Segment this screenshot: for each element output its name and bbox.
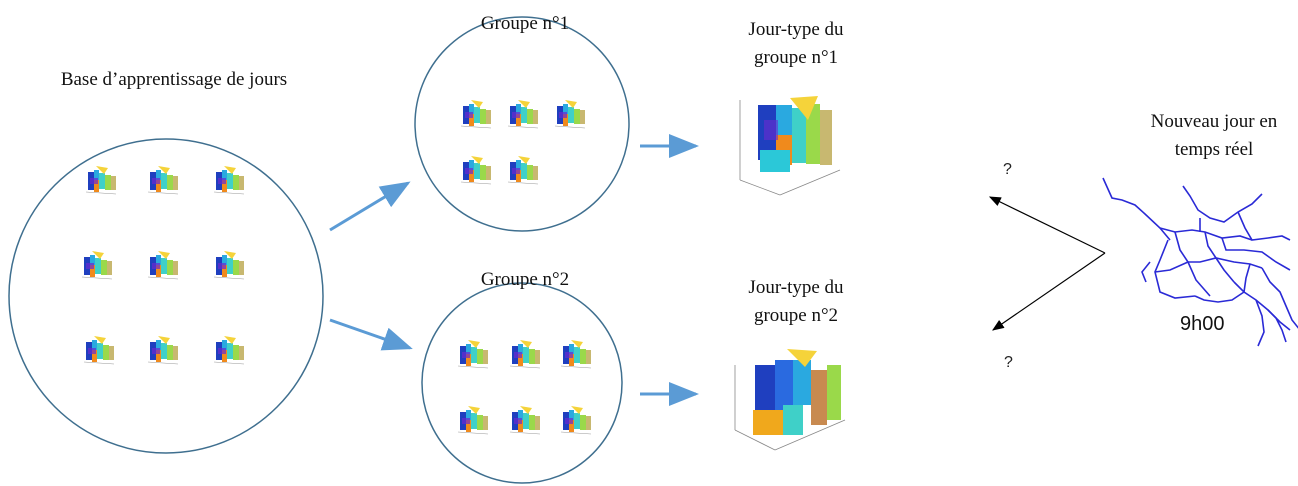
question-mark-2: ?: [1004, 354, 1013, 371]
new-day-label: Nouveau jour en temps réel: [1150, 111, 1278, 160]
arrow-new-day-to-group2: [992, 252, 1106, 331]
learning-base-plots: [81, 165, 245, 365]
arrow-to-group2: [329, 318, 413, 351]
typical-day-1-label: Jour-type du groupe n°1: [748, 19, 844, 68]
group2-plots: [457, 339, 592, 435]
time-label: 9h00: [1180, 313, 1225, 335]
group1-circle: [414, 16, 630, 232]
group2-title: Groupe n°2: [480, 269, 570, 290]
typical-day-plot-2: [734, 349, 846, 451]
group1-title: Groupe n°1: [480, 13, 570, 34]
road-network-map: [1102, 177, 1298, 347]
learning-base-label: Base d’apprentissage de jours: [60, 69, 288, 90]
learning-base-circle: [8, 138, 324, 454]
typical-day-2-label: Jour-type du groupe n°2: [748, 277, 844, 326]
group1-plots: [460, 99, 586, 185]
typical-day-plot-1: [739, 96, 841, 196]
group2-circle: [421, 282, 623, 484]
arrow-to-group1: [329, 181, 411, 232]
arrow-new-day-to-group1: [988, 196, 1106, 254]
question-mark-1: ?: [1003, 161, 1012, 178]
